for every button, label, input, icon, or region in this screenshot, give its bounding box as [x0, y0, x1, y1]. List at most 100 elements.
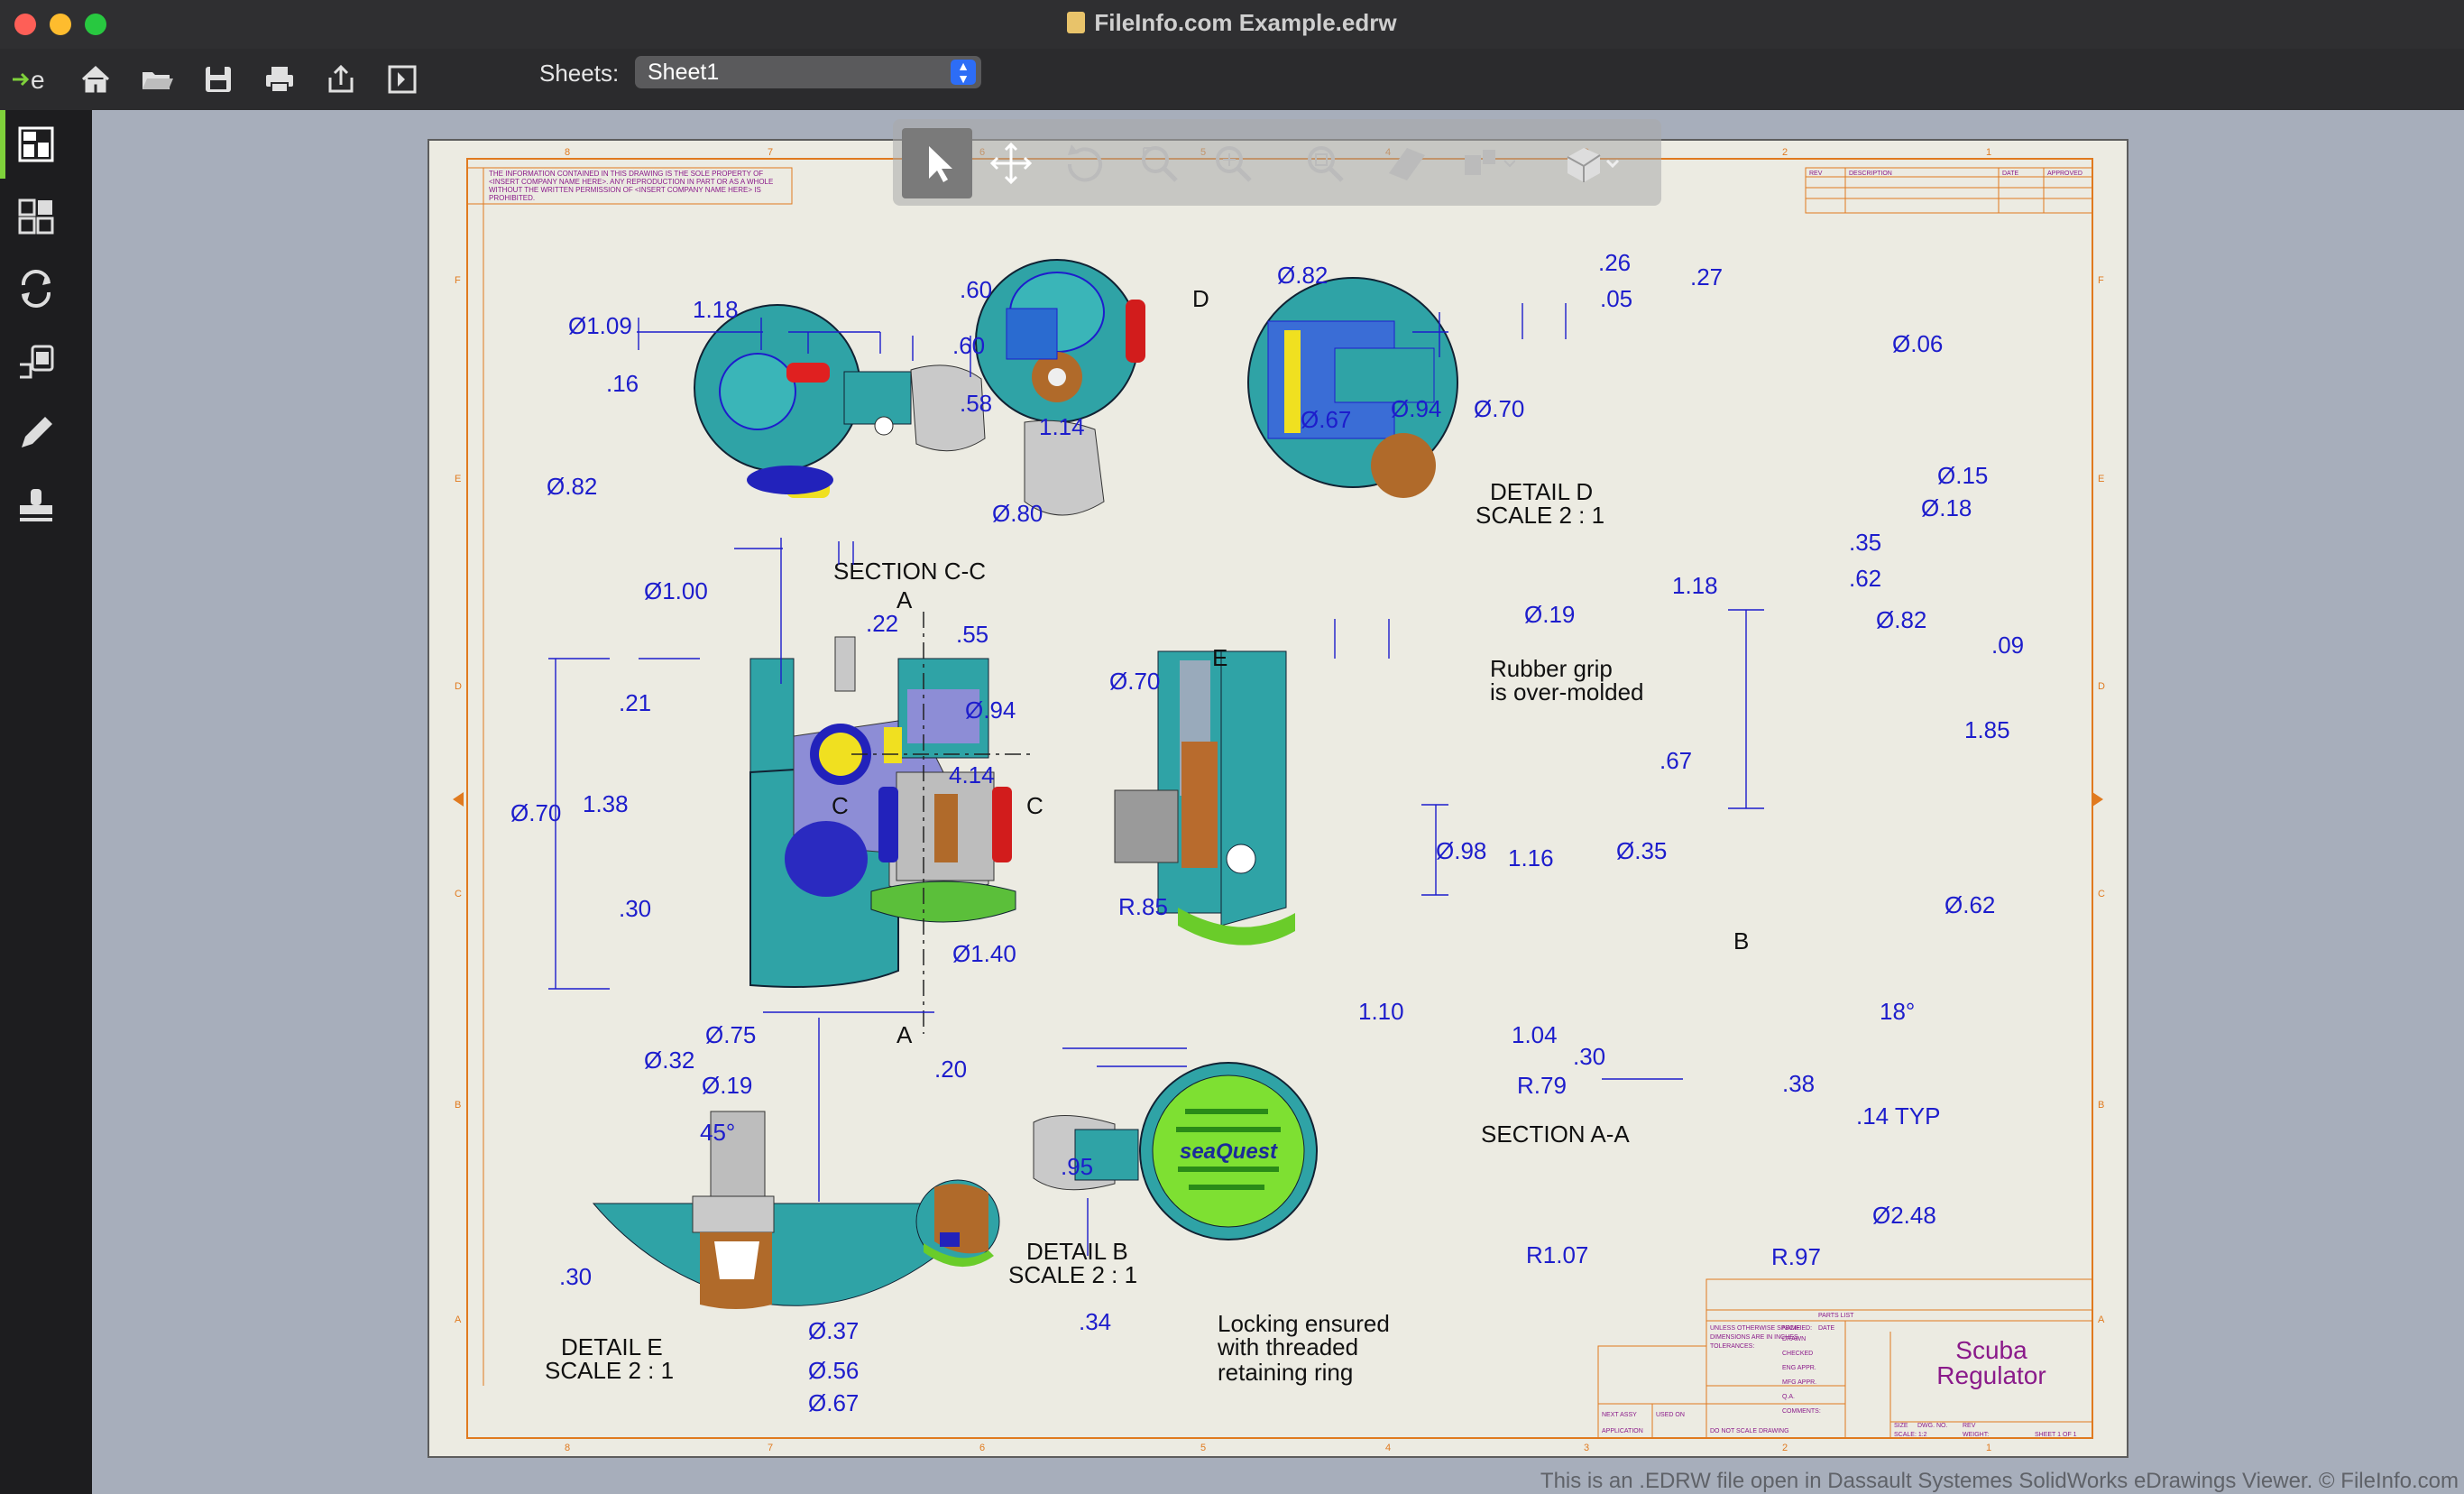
- pan-icon[interactable]: [976, 128, 1046, 198]
- dim-br-2: .30: [1573, 1043, 1605, 1070]
- section-icon[interactable]: [1371, 128, 1441, 198]
- zone-row-a: A: [455, 1314, 462, 1325]
- rotate-icon[interactable]: [1050, 128, 1120, 198]
- tb-label-6: DRAWN: [1782, 1336, 1806, 1342]
- section-letter-c-right: C: [1026, 792, 1044, 819]
- dim-tr-5: Ø.94: [1391, 395, 1441, 422]
- active-indicator: [0, 110, 5, 179]
- select-arrow-icon[interactable]: [902, 128, 972, 198]
- dim-br-7: R1.07: [1526, 1241, 1588, 1268]
- dim-br-5: .14 TYP: [1856, 1102, 1940, 1130]
- view-toolbar: [893, 119, 1661, 206]
- zone-row-e-right: E: [2098, 474, 2104, 484]
- save-icon[interactable]: [198, 60, 238, 99]
- dim-tr-8: Ø.18: [1921, 494, 1972, 521]
- markup-pen-icon[interactable]: [13, 410, 60, 456]
- section-letters: A A C C D E B: [832, 285, 1749, 1048]
- dim-mr-5: 1.85: [1964, 716, 2010, 743]
- view-detail-d: [1247, 277, 1458, 498]
- stamp-icon[interactable]: [13, 482, 60, 529]
- sheets-dropdown-value: Sheet1: [648, 60, 720, 85]
- display-style-icon[interactable]: [1549, 128, 1620, 198]
- note-lock-3: retaining ring: [1218, 1359, 1353, 1386]
- share-icon[interactable]: [321, 60, 361, 99]
- dim-br-1: 1.04: [1512, 1021, 1558, 1048]
- open-folder-icon[interactable]: [137, 60, 177, 99]
- zoom-window-icon[interactable]: [1124, 128, 1194, 198]
- minimize-window-button[interactable]: [50, 14, 71, 35]
- home-icon[interactable]: [76, 60, 115, 99]
- section-letter-c-left: C: [832, 792, 849, 819]
- dim-ml-8: 1.38: [583, 790, 629, 817]
- zoom-fit-icon[interactable]: [1290, 128, 1360, 198]
- dim-ml-3: .55: [956, 621, 988, 648]
- dim-tr-4: Ø.06: [1892, 330, 1943, 357]
- dim-tr-6: Ø.70: [1474, 395, 1524, 422]
- zone-row-f: F: [455, 275, 461, 286]
- sidebar-toggle-icon[interactable]: [382, 60, 422, 99]
- zoom-icon[interactable]: [1198, 128, 1268, 198]
- tb-label-11: COMMENTS:: [1782, 1408, 1821, 1415]
- zone-row-b-right: B: [2098, 1100, 2104, 1111]
- window-title: FileInfo.com Example.edrw: [0, 9, 2464, 37]
- dimension-labels: Ø1.09 1.18 .60 .16 1.14 Ø.82 Ø.80 Ø.82 .…: [510, 249, 2024, 1416]
- drawing-sheet[interactable]: 8 7 6 5 4 3 2 1 8 7 6 5 4 3 2 1 F E D C …: [428, 139, 2128, 1458]
- tb-label-15: SCALE: 1:2: [1894, 1432, 1927, 1438]
- zone-row-b: B: [455, 1100, 461, 1111]
- tb-label-17: SHEET 1 OF 1: [2035, 1432, 2077, 1438]
- footer-credit: This is an .EDRW file open in Dassault S…: [1540, 1469, 2459, 1493]
- explode-icon[interactable]: [1445, 128, 1516, 198]
- dim-tc-4: Ø.67: [1301, 406, 1351, 433]
- tb-label-21: USED ON: [1656, 1412, 1685, 1418]
- dim-ml-11: Ø1.40: [952, 940, 1016, 967]
- print-icon[interactable]: [260, 60, 299, 99]
- view-top-left: [694, 304, 986, 498]
- view-detail-b: [915, 1179, 1000, 1268]
- zone-row-c-right: C: [2098, 889, 2105, 899]
- dimension-lines: [548, 303, 1764, 1256]
- zone-row-d: D: [455, 681, 462, 692]
- dim-tc-1: Ø.82: [1277, 262, 1328, 289]
- zone-col-6-bottom: 6: [979, 1443, 985, 1453]
- title-detail-e: DETAIL E: [561, 1333, 663, 1360]
- reload-icon[interactable]: [13, 265, 60, 312]
- title-block: UNLESS OTHERWISE SPECIFIED: DIMENSIONS A…: [1597, 171, 2093, 1439]
- zone-col-1: 1: [1986, 147, 1991, 158]
- dim-bl-3: Ø.19: [702, 1072, 752, 1099]
- close-window-button[interactable]: [14, 14, 36, 35]
- dim-tl-7: Ø.80: [992, 500, 1043, 527]
- tb-label-1: UNLESS OTHERWISE SPECIFIED:: [1710, 1325, 1812, 1332]
- dim-ml-2: .22: [866, 610, 898, 637]
- dim-br-6: Ø2.48: [1872, 1202, 1936, 1229]
- dim-ml-10: R.85: [1118, 893, 1168, 920]
- tb-label-4: NAME: [1782, 1325, 1801, 1332]
- zone-col-1-bottom: 1: [1986, 1443, 1991, 1453]
- drawing-title-line-2: Regulator: [1936, 1361, 2046, 1389]
- view-section-cc: [870, 658, 1016, 923]
- dim-br-8: R.97: [1771, 1243, 1821, 1270]
- dim-ml-5: Ø.94: [965, 696, 1016, 724]
- zone-row-f-right: F: [2098, 275, 2104, 286]
- tb-label-8: ENG APPR.: [1782, 1365, 1816, 1371]
- note-lock-2: with threaded: [1217, 1333, 1358, 1360]
- dim-tr-10: .62: [1849, 565, 1881, 592]
- dim-mr-1: Ø.19: [1524, 601, 1575, 628]
- sheets-dropdown[interactable]: Sheet1 ▲▼: [635, 56, 981, 88]
- sheet-view-icon[interactable]: [13, 121, 60, 168]
- edrawings-logo-icon[interactable]: e: [9, 60, 49, 99]
- zone-row-e: E: [455, 474, 461, 484]
- dim-bl-11: Ø.67: [808, 1389, 859, 1416]
- zone-row-c: C: [455, 889, 462, 899]
- maximize-window-button[interactable]: [85, 14, 106, 35]
- note-rubber-1: Rubber grip: [1490, 655, 1613, 682]
- title-block-small-text: UNLESS OTHERWISE SPECIFIED: DIMENSIONS A…: [1602, 171, 2082, 1438]
- components-icon[interactable]: [13, 193, 60, 240]
- scale-detail-d: SCALE 2 : 1: [1476, 502, 1604, 529]
- zone-col-8-bottom: 8: [565, 1443, 570, 1453]
- tb-label-5: DATE: [1818, 1325, 1834, 1332]
- dim-mr-4: .09: [1991, 632, 2024, 659]
- parts-stack-icon[interactable]: [13, 337, 60, 384]
- notice-text-wrap: THE INFORMATION CONTAINED IN THIS DRAWIN…: [489, 170, 773, 202]
- drawing-svg: 8 7 6 5 4 3 2 1 8 7 6 5 4 3 2 1 F E D C …: [453, 147, 2105, 1453]
- dim-ml-1: Ø1.00: [644, 577, 708, 604]
